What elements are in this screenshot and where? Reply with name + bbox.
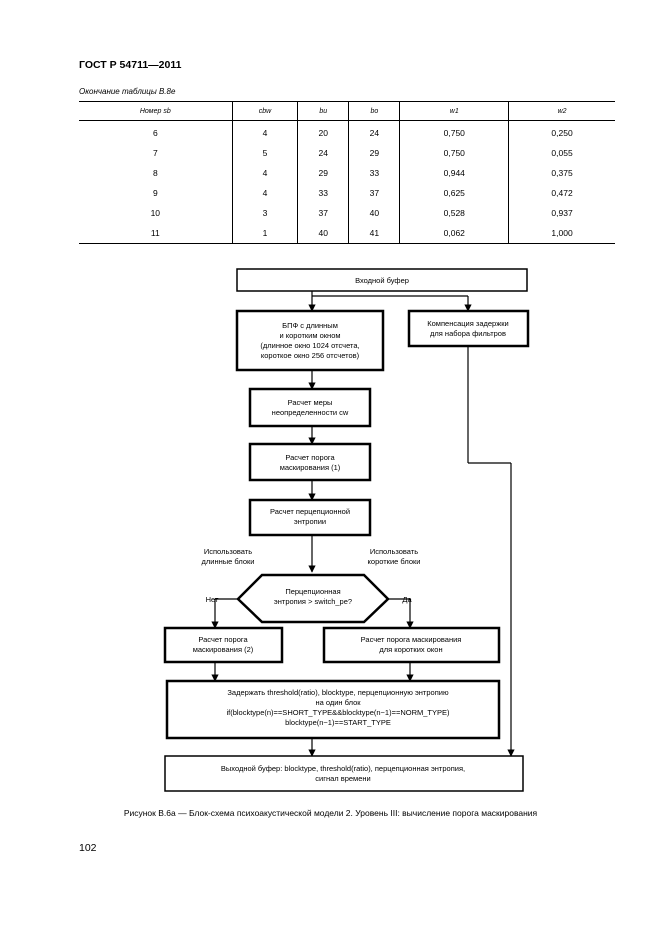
table-cell: 10 [150, 208, 161, 218]
entropy-label-line: энтропии [294, 517, 326, 526]
fft-label-line: (длинное окно 1024 отсчета, [260, 341, 359, 350]
table-row: 8 4 29 33 0,944 0,375 [79, 163, 615, 183]
table-cell: 1 [231, 223, 298, 244]
table-cell: 24 [348, 120, 400, 143]
masking-2-label-line: маскирования (2) [193, 645, 254, 654]
table-cell: 0,250 [508, 120, 615, 143]
table-header-row: Номер sb cbw bu bo w1 w2 [79, 101, 615, 121]
unpredictability-label-line: Расчет меры [288, 398, 333, 407]
table-cell: 41 [348, 223, 400, 244]
table-cell: 24 [297, 143, 349, 163]
table-cell: 0,528 [399, 203, 509, 223]
column-header: w2 [508, 101, 615, 121]
table-cell: 4 [231, 120, 298, 143]
output-buffer-label-line: сигнал времени [315, 774, 370, 783]
table-cell: 40 [297, 223, 349, 244]
table-cell: 4 [231, 183, 298, 203]
delay-comp-label-line: Компенсация задержки [427, 319, 508, 328]
table-cell: 0,750 [399, 143, 509, 163]
table-cell: 40 [348, 203, 400, 223]
table-cell: 6 [152, 128, 158, 138]
use-long-blocks-label: Использовать [204, 547, 252, 556]
table-cell: 7 [152, 148, 158, 158]
use-long-blocks-label: длинные блоки [202, 557, 255, 566]
column-header: bo [348, 101, 400, 121]
fft-label-line: короткое окно 256 отсчетов) [261, 351, 360, 360]
table-cell: 0,750 [399, 120, 509, 143]
column-header: Номер sb [79, 101, 233, 121]
table-cell: 3 [231, 203, 298, 223]
fft-box: БПФ с длинным и коротким окном (длинное … [235, 309, 385, 372]
yes-branch-label: Да [402, 595, 412, 604]
table-cell: 11 [79, 223, 233, 244]
table-row: 9 4 33 37 0,625 0,472 [79, 183, 615, 203]
decision-label-line: Перцепционная [285, 587, 340, 596]
fft-label-line: БПФ с длинным [282, 321, 338, 330]
delay-comp-label-line: для набора фильтров [430, 329, 506, 338]
column-header: w1 [399, 101, 509, 121]
table-caption: Окончание таблицы В.8е [79, 87, 176, 96]
table-cell: 33 [348, 163, 400, 183]
masking-1-label-line: Расчет порога [285, 453, 335, 462]
output-buffer-box: Выходной буфер: blocktype, threshold(rat… [164, 755, 524, 792]
page-number: 102 [79, 842, 97, 854]
delay-block-label-line: на один блок [315, 698, 361, 707]
table-cell: 37 [297, 203, 349, 223]
unpredictability-box: Расчет меры неопределенности cw [248, 387, 372, 428]
table-row: 10 3 37 40 0,528 0,937 [79, 203, 615, 223]
masking-short-label-line: Расчет порога маскирования [361, 635, 462, 644]
table-cell: 5 [231, 143, 298, 163]
delay-block-label-line: if(blocktype(n)==SHORT_TYPE&&blocktype(n… [226, 708, 450, 717]
use-short-blocks-label: короткие блоки [368, 557, 421, 566]
table-cell: 20 [297, 120, 349, 143]
delay-block-label-line: blocktype(n−1)==START_TYPE [285, 718, 391, 727]
flow-connectors [211, 291, 515, 757]
entropy-label-line: Расчет перцепционной [270, 507, 350, 516]
table-cell: 33 [297, 183, 349, 203]
table-cell: 0,625 [399, 183, 509, 203]
table-row: 6 4 20 24 0,750 0,250 [79, 120, 615, 143]
table-cell: 9 [152, 188, 158, 198]
use-short-blocks-label: Использовать [370, 547, 418, 556]
masking-2-label-line: Расчет порога [198, 635, 248, 644]
input-buffer-box: Входной буфер [236, 268, 528, 292]
input-buffer-label: Входной буфер [355, 276, 409, 285]
table-cell: 0,937 [508, 203, 615, 223]
table-cell: 0,944 [399, 163, 509, 183]
table-row: 7 5 24 29 0,750 0,055 [79, 143, 615, 163]
delay-block-label-line: Задержать threshold(ratio), blocktype, п… [227, 688, 449, 697]
entropy-decision-hexagon: Перцепционная энтропия > switch_pe? [236, 573, 390, 624]
table-cell: 29 [297, 163, 349, 183]
table-row: 11 1 40 41 0,062 1,000 [79, 223, 615, 244]
figure-caption: Рисунок В.6а — Блок-схема психоакустичес… [123, 808, 538, 818]
decision-label-line: энтропия > switch_pe? [274, 597, 352, 606]
delay-compensation-box: Компенсация задержки для набора фильтров [407, 309, 530, 348]
no-branch-label: Нет [206, 595, 219, 604]
table-cell: 0,055 [508, 143, 615, 163]
unpredictability-label-line: неопределенности cw [272, 408, 349, 417]
masking-short-label-line: для коротких окон [379, 645, 442, 654]
table-cell: 0,472 [508, 183, 615, 203]
table-cell: 1,000 [508, 223, 615, 244]
masking-1-label-line: маскирования (1) [280, 463, 341, 472]
data-table: Номер sb cbw bu bo w1 w2 6 4 20 24 0,750… [79, 101, 615, 244]
table-cell: 8 [152, 168, 158, 178]
output-buffer-label-line: Выходной буфер: blocktype, threshold(rat… [221, 764, 465, 773]
delay-block-box: Задержать threshold(ratio), blocktype, п… [165, 679, 501, 740]
masking-threshold-1-box: Расчет порога маскирования (1) [248, 442, 372, 482]
table-cell: 0,375 [508, 163, 615, 183]
masking-threshold-2-box: Расчет порога маскирования (2) [163, 626, 284, 664]
masking-short-box: Расчет порога маскирования для коротких … [322, 626, 501, 664]
table-cell: 29 [348, 143, 400, 163]
standard-header: ГОСТ Р 54711—2011 [79, 59, 182, 71]
column-header: cbw [231, 101, 298, 121]
column-header: bu [297, 101, 349, 121]
table-cell: 37 [348, 183, 400, 203]
table-cell: 0,062 [399, 223, 509, 244]
table-cell: 4 [231, 163, 298, 183]
perceptual-entropy-box: Расчет перцепционной энтропии [248, 498, 372, 537]
fft-label-line: и коротким окном [279, 331, 340, 340]
